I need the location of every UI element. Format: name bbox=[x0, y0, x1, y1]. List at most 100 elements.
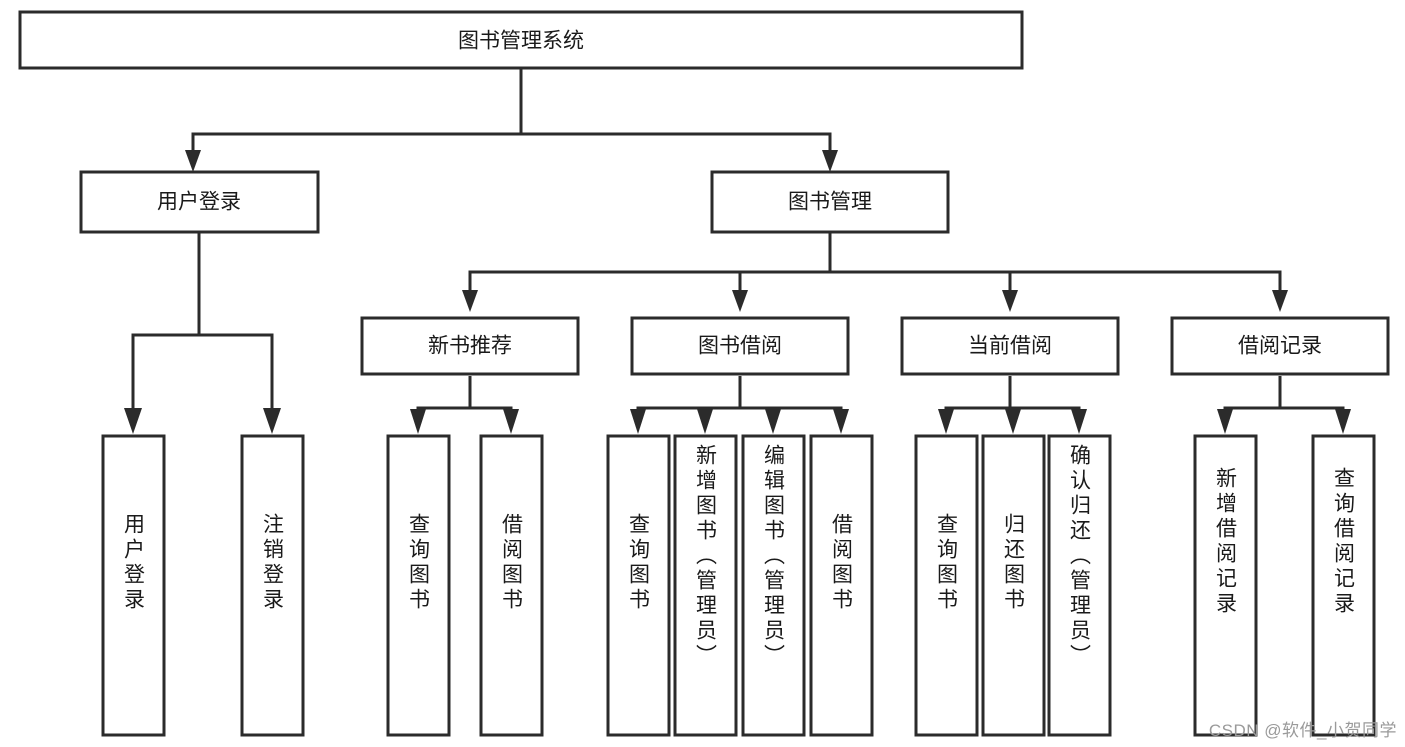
connector-line bbox=[468, 232, 832, 298]
node-new-book-recommend[interactable]: 新书推荐 bbox=[360, 316, 580, 376]
node-label: 查询借阅记录 bbox=[1332, 467, 1356, 617]
node-label: 编辑图书（管理员） bbox=[762, 444, 786, 669]
node-box bbox=[900, 316, 1120, 376]
node-box bbox=[240, 434, 305, 737]
node-label: 用户登录 bbox=[122, 513, 146, 613]
node-label: 图书管理系统 bbox=[458, 30, 584, 53]
arrow-head-icon bbox=[1217, 409, 1233, 434]
leaf-book-borrow-query[interactable]: 查询图书 bbox=[606, 434, 671, 737]
connector-book-mgmt-to-level3 bbox=[462, 232, 1288, 312]
arrow-head-icon bbox=[263, 408, 281, 434]
leaf-current-borrow-query[interactable]: 查询图书 bbox=[914, 434, 979, 737]
node-box bbox=[101, 434, 166, 737]
node-box bbox=[914, 434, 979, 737]
leaf-new-book-borrow[interactable]: 借阅图书 bbox=[479, 434, 544, 737]
node-current-borrow[interactable]: 当前借阅 bbox=[900, 316, 1120, 376]
connector-line bbox=[1280, 406, 1345, 414]
connector-line bbox=[738, 270, 830, 298]
connector-line bbox=[740, 406, 843, 414]
arrow-head-icon bbox=[833, 409, 849, 434]
node-label: 查询图书 bbox=[627, 513, 651, 613]
node-box bbox=[360, 316, 580, 376]
node-book-borrow[interactable]: 图书借阅 bbox=[630, 316, 850, 376]
leaf-current-borrow-confirm[interactable]: 确认归还（管理员） bbox=[1047, 434, 1112, 737]
node-box bbox=[1193, 434, 1258, 737]
leaf-book-borrow-edit[interactable]: 编辑图书（管理员） bbox=[741, 434, 806, 737]
connector-user-login-to-leaves bbox=[124, 232, 281, 434]
node-label: 确认归还（管理员） bbox=[1068, 444, 1092, 669]
node-book-management[interactable]: 图书管理 bbox=[710, 170, 950, 234]
node-label: 注销登录 bbox=[261, 513, 285, 613]
node-box bbox=[79, 170, 320, 234]
arrow-head-icon bbox=[630, 409, 646, 434]
leaf-current-borrow-return[interactable]: 归还图书 bbox=[981, 434, 1046, 737]
node-borrow-record[interactable]: 借阅记录 bbox=[1170, 316, 1390, 376]
arrow-head-icon bbox=[1071, 409, 1087, 434]
arrow-head-icon bbox=[462, 290, 478, 312]
connector-line bbox=[944, 376, 1012, 414]
node-label: 图书管理 bbox=[788, 191, 872, 214]
arrow-head-icon bbox=[822, 150, 838, 172]
leaf-borrow-record-query[interactable]: 查询借阅记录 bbox=[1311, 434, 1376, 737]
node-label: 新书推荐 bbox=[428, 335, 512, 358]
connector-line bbox=[1223, 376, 1282, 414]
node-box bbox=[710, 170, 950, 234]
node-box bbox=[1047, 434, 1112, 737]
node-label: 图书借阅 bbox=[698, 335, 782, 358]
arrow-head-icon bbox=[732, 290, 748, 312]
node-label: 当前借阅 bbox=[968, 335, 1052, 358]
connector-line bbox=[830, 270, 1012, 298]
arrow-head-icon bbox=[185, 150, 201, 172]
connector-line bbox=[416, 376, 472, 414]
arrow-head-icon bbox=[1272, 290, 1288, 312]
node-label: 新增图书（管理员） bbox=[694, 444, 718, 669]
node-box bbox=[630, 316, 850, 376]
leaf-new-book-query[interactable]: 查询图书 bbox=[386, 434, 451, 737]
node-label: 借阅图书 bbox=[830, 513, 854, 613]
arrow-head-icon bbox=[1335, 409, 1351, 434]
arrow-head-icon bbox=[765, 409, 781, 434]
arrow-head-icon bbox=[1005, 409, 1021, 434]
node-box bbox=[479, 434, 544, 737]
node-box bbox=[1170, 316, 1390, 376]
node-box bbox=[673, 434, 738, 737]
node-label: 归还图书 bbox=[1002, 513, 1026, 613]
connector-root-to-level2 bbox=[185, 68, 838, 172]
node-box bbox=[1311, 434, 1376, 737]
node-label: 借阅图书 bbox=[500, 513, 524, 613]
arrow-head-icon bbox=[697, 409, 713, 434]
leaf-book-borrow-lend[interactable]: 借阅图书 bbox=[809, 434, 874, 737]
connector-line bbox=[199, 333, 274, 412]
arrow-head-icon bbox=[503, 409, 519, 434]
node-box bbox=[386, 434, 451, 737]
leaf-book-borrow-add[interactable]: 新增图书（管理员） bbox=[673, 434, 738, 737]
node-box bbox=[606, 434, 671, 737]
node-label: 查询图书 bbox=[407, 513, 431, 613]
leaf-user-login-login[interactable]: 用户登录 bbox=[101, 434, 166, 737]
arrow-head-icon bbox=[124, 408, 142, 434]
arrow-head-icon bbox=[938, 409, 954, 434]
node-label: 借阅记录 bbox=[1238, 335, 1322, 358]
node-box bbox=[741, 434, 806, 737]
connector-new-book-to-leaves bbox=[410, 376, 519, 434]
connector-line bbox=[830, 270, 1282, 298]
node-box bbox=[809, 434, 874, 737]
node-user-login[interactable]: 用户登录 bbox=[79, 170, 320, 234]
node-root-system[interactable]: 图书管理系统 bbox=[18, 10, 1024, 70]
leaf-borrow-record-add[interactable]: 新增借阅记录 bbox=[1193, 434, 1258, 737]
node-label: 新增借阅记录 bbox=[1214, 467, 1238, 617]
node-label: 用户登录 bbox=[157, 191, 241, 214]
node-box bbox=[18, 10, 1024, 70]
arrow-head-icon bbox=[410, 409, 426, 434]
connector-book-borrow-to-leaves bbox=[630, 376, 849, 434]
connector-current-borrow-to-leaves bbox=[938, 376, 1087, 434]
node-label: 查询图书 bbox=[935, 513, 959, 613]
leaf-user-login-logout[interactable]: 注销登录 bbox=[240, 434, 305, 737]
connector-line bbox=[521, 132, 832, 160]
arrow-head-icon bbox=[1002, 290, 1018, 312]
connector-borrow-record-to-leaves bbox=[1217, 376, 1351, 434]
node-box bbox=[981, 434, 1046, 737]
connector-line bbox=[191, 68, 523, 160]
